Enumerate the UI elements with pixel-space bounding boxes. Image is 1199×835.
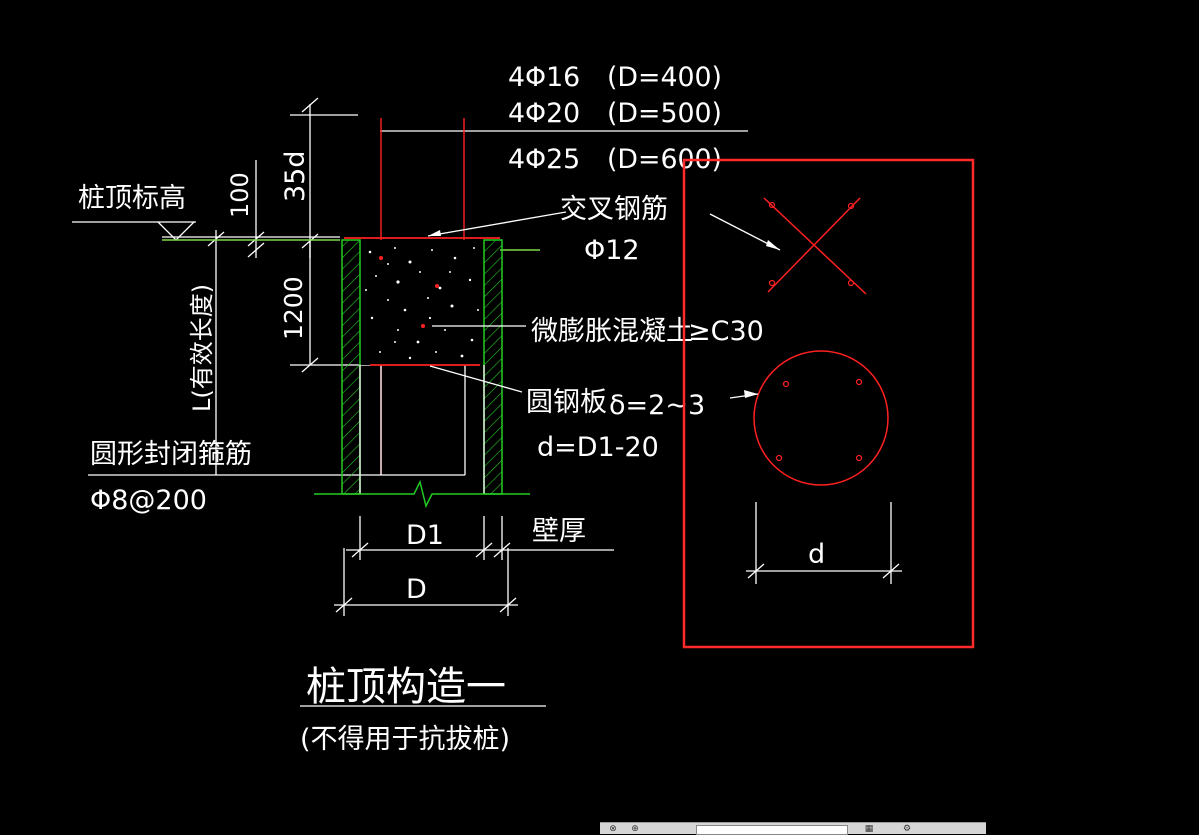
dimension-d-plan: d — [746, 502, 902, 584]
stirrup-spec: Φ8@200 — [90, 485, 207, 516]
plate-diameter: d=D1-20 — [537, 432, 659, 463]
dimension-1200: 1200 — [279, 240, 370, 373]
dimension-D: D — [334, 548, 518, 616]
command-input[interactable] — [696, 825, 848, 835]
wall-thickness-label: 壁厚 — [532, 516, 586, 547]
rebar-spec-line-2: 4Φ20 (D=500) — [508, 98, 722, 129]
detail-title: 桩顶构造一 — [306, 664, 506, 710]
detail-title-block: 桩顶构造一 (不得用于抗拔桩) — [300, 664, 546, 755]
plate-thickness: δ=2~3 — [609, 390, 705, 421]
dimension-100: 100 — [226, 160, 265, 258]
dimension-effective-length: L(有效长度) — [188, 230, 225, 475]
concrete-label: 微膨胀混凝土 — [531, 316, 693, 347]
round-plate-plan — [729, 350, 889, 486]
steel-plate-label: 圆钢板 — [526, 387, 607, 418]
dim-d-plan-text: d — [808, 539, 825, 570]
pile-top-elevation: 桩顶标高 — [72, 183, 196, 241]
pile-wall-right — [483, 239, 503, 495]
micro-expansion-concrete-core — [361, 240, 483, 365]
dim-D1-text: D1 — [406, 520, 444, 551]
rebar-spec-line-1: 4Φ16 (D=400) — [508, 62, 722, 93]
cross-rebar-spec: Φ12 — [584, 235, 640, 266]
concrete-grade: ≥C30 — [688, 316, 764, 347]
zoom-icon[interactable]: ⊕ — [631, 824, 639, 834]
stirrup-label: 圆形封闭箍筋 — [90, 439, 252, 470]
cross-rebar-callout: 交叉钢筋 Φ12 — [427, 194, 668, 266]
pile-wall-left — [341, 239, 361, 495]
layer-icon[interactable]: ▦ — [864, 824, 874, 834]
x-mark-icon[interactable]: ⊗ — [609, 824, 617, 834]
break-line — [314, 479, 530, 509]
cross-rebar-label: 交叉钢筋 — [560, 194, 668, 225]
selection-box[interactable] — [682, 158, 975, 649]
dimension-D1: D1 壁厚 — [346, 516, 614, 560]
steel-plate-callout: 圆钢板 δ=2~3 d=D1-20 — [429, 365, 705, 463]
stirrup-callout: 圆形封闭箍筋 Φ8@200 — [90, 439, 252, 516]
effective-length-text: L(有效长度) — [188, 284, 216, 412]
dim-D-text: D — [406, 574, 427, 605]
cross-rebar-plan — [709, 197, 867, 295]
dim-100-text: 100 — [226, 172, 254, 218]
detail-subtitle: (不得用于抗拔桩) — [300, 724, 510, 755]
pile-top-elevation-label: 桩顶标高 — [78, 183, 186, 214]
dim-35d-text: 35d — [280, 151, 311, 203]
gear-icon[interactable]: ⚙ — [902, 824, 912, 834]
bottom-toolbar-strip: ⊗ ⊕ ▦ ⚙ — [600, 822, 986, 835]
dim-1200-text: 1200 — [279, 276, 308, 340]
rebar-spec-block: 4Φ16 (D=400) 4Φ20 (D=500) 4Φ25 (D=600) — [380, 62, 748, 175]
dimension-35d: 35d — [280, 97, 358, 258]
concrete-callout: 微膨胀混凝土 ≥C30 — [432, 316, 764, 347]
